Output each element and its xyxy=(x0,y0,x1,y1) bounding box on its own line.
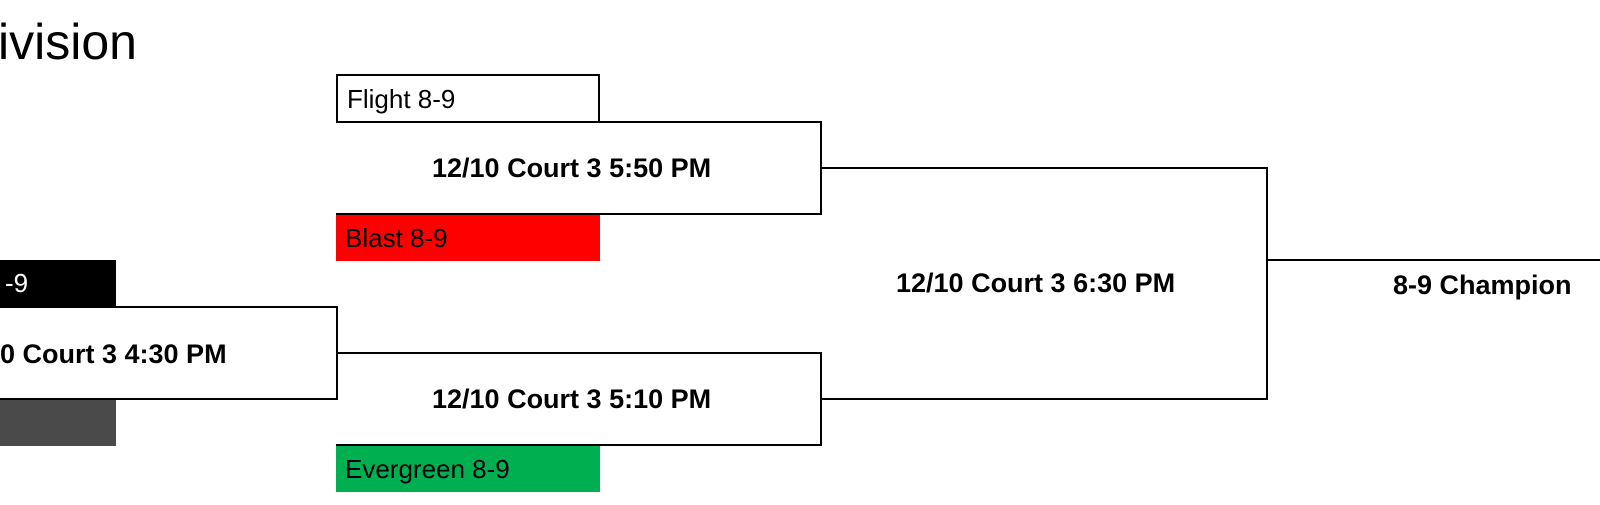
page-title: ivision xyxy=(0,14,137,70)
game-bottom-label: 12/10 Court 3 5:10 PM xyxy=(432,384,712,414)
game-final-bracket xyxy=(820,167,1268,400)
team-name: Blast 8-9 xyxy=(345,223,448,253)
team-slot-evergreen: Evergreen 8-9 xyxy=(336,446,600,492)
team-slot-left-top: -9 xyxy=(0,260,116,306)
team-slot-blast: Blast 8-9 xyxy=(336,215,600,261)
team-slot-left-bottom xyxy=(0,400,116,446)
game-top-label: 12/10 Court 3 5:50 PM xyxy=(432,153,712,183)
team-name: Evergreen 8-9 xyxy=(345,454,510,484)
team-name: -9 xyxy=(5,268,29,298)
game-left-label: 0 Court 3 4:30 PM xyxy=(0,339,227,369)
team-slot-flight: Flight 8-9 xyxy=(336,74,600,123)
champion-line xyxy=(1266,259,1600,261)
team-name: Flight 8-9 xyxy=(347,84,456,114)
game-final-label: 12/10 Court 3 6:30 PM xyxy=(896,268,1176,298)
champion-label: 8-9 Champion xyxy=(1393,270,1572,300)
